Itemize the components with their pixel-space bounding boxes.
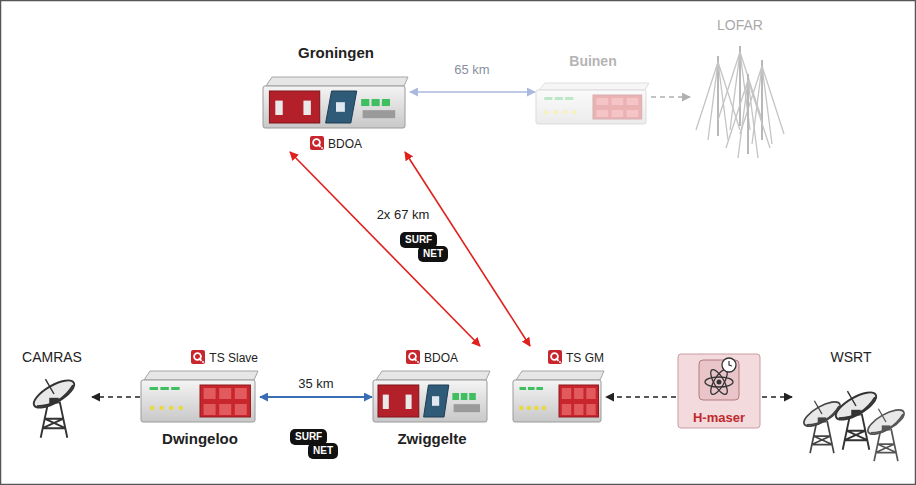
vendor-logo [548, 350, 562, 364]
network-node: TS GM [512, 346, 606, 426]
label-row: BDOA [262, 134, 410, 152]
device-icon [372, 370, 492, 424]
antenna-array [690, 16, 790, 166]
vendor-logo [310, 136, 324, 150]
network-node: GroningenBDOA [262, 44, 410, 152]
network-node: TS SlaveDwingeloo [140, 346, 260, 448]
label-row: BDOA [372, 348, 492, 366]
label-row: TS GM [512, 348, 606, 366]
network-node: Buinen [535, 52, 651, 128]
network-node: WSRT [792, 348, 910, 478]
device-icon [262, 76, 410, 130]
link-connector [405, 152, 530, 346]
distance-label: 35 km [295, 377, 336, 392]
link-connector [92, 396, 140, 398]
link-connector [606, 396, 676, 398]
label-row: Buinen [535, 52, 651, 70]
network-node: H-maser [676, 352, 762, 432]
device-icon [512, 370, 606, 424]
label-row: WSRT [792, 348, 910, 366]
label-row: Groningen [262, 44, 410, 62]
node-title: BDOA [424, 351, 458, 365]
node-title: CAMRAS [22, 349, 82, 365]
node-title: WSRT [831, 349, 872, 365]
distance-label: 65 km [451, 63, 492, 78]
label-row: TS Slave [140, 348, 260, 366]
network-badge: NET [308, 443, 338, 459]
node-title: Groningen [298, 44, 374, 61]
node-title: Buinen [569, 53, 616, 69]
vendor-logo [406, 350, 420, 364]
link-connector [260, 396, 372, 398]
label-row: H-maser [676, 408, 762, 426]
distance-label: 2x 67 km [374, 208, 433, 223]
link-connector [651, 96, 690, 98]
label-row: LOFAR [690, 16, 790, 34]
label-row: Zwiggelte [372, 430, 492, 448]
node-subtitle: Dwingeloo [162, 430, 238, 447]
link-connector [762, 396, 792, 398]
device-icon [140, 370, 260, 424]
vendor-logo [191, 350, 205, 364]
label-row: CAMRAS [12, 348, 92, 366]
network-badge: NET [418, 246, 448, 262]
network-node: BDOA Zwiggelte [372, 346, 492, 448]
link-connector [290, 152, 480, 346]
node-title: LOFAR [717, 17, 763, 33]
network-node: LOFAR [690, 16, 790, 166]
node-subtitle: BDOA [328, 137, 362, 151]
node-title: TS Slave [209, 351, 258, 365]
label-row: Dwingeloo [140, 430, 260, 448]
link-connector [410, 91, 535, 93]
node-subtitle: Zwiggelte [397, 430, 466, 447]
dish-antennas [792, 348, 910, 478]
node-title: H-maser [693, 410, 745, 425]
device-icon [535, 82, 651, 126]
node-title: TS GM [566, 351, 604, 365]
network-node: CAMRAS [12, 348, 92, 428]
